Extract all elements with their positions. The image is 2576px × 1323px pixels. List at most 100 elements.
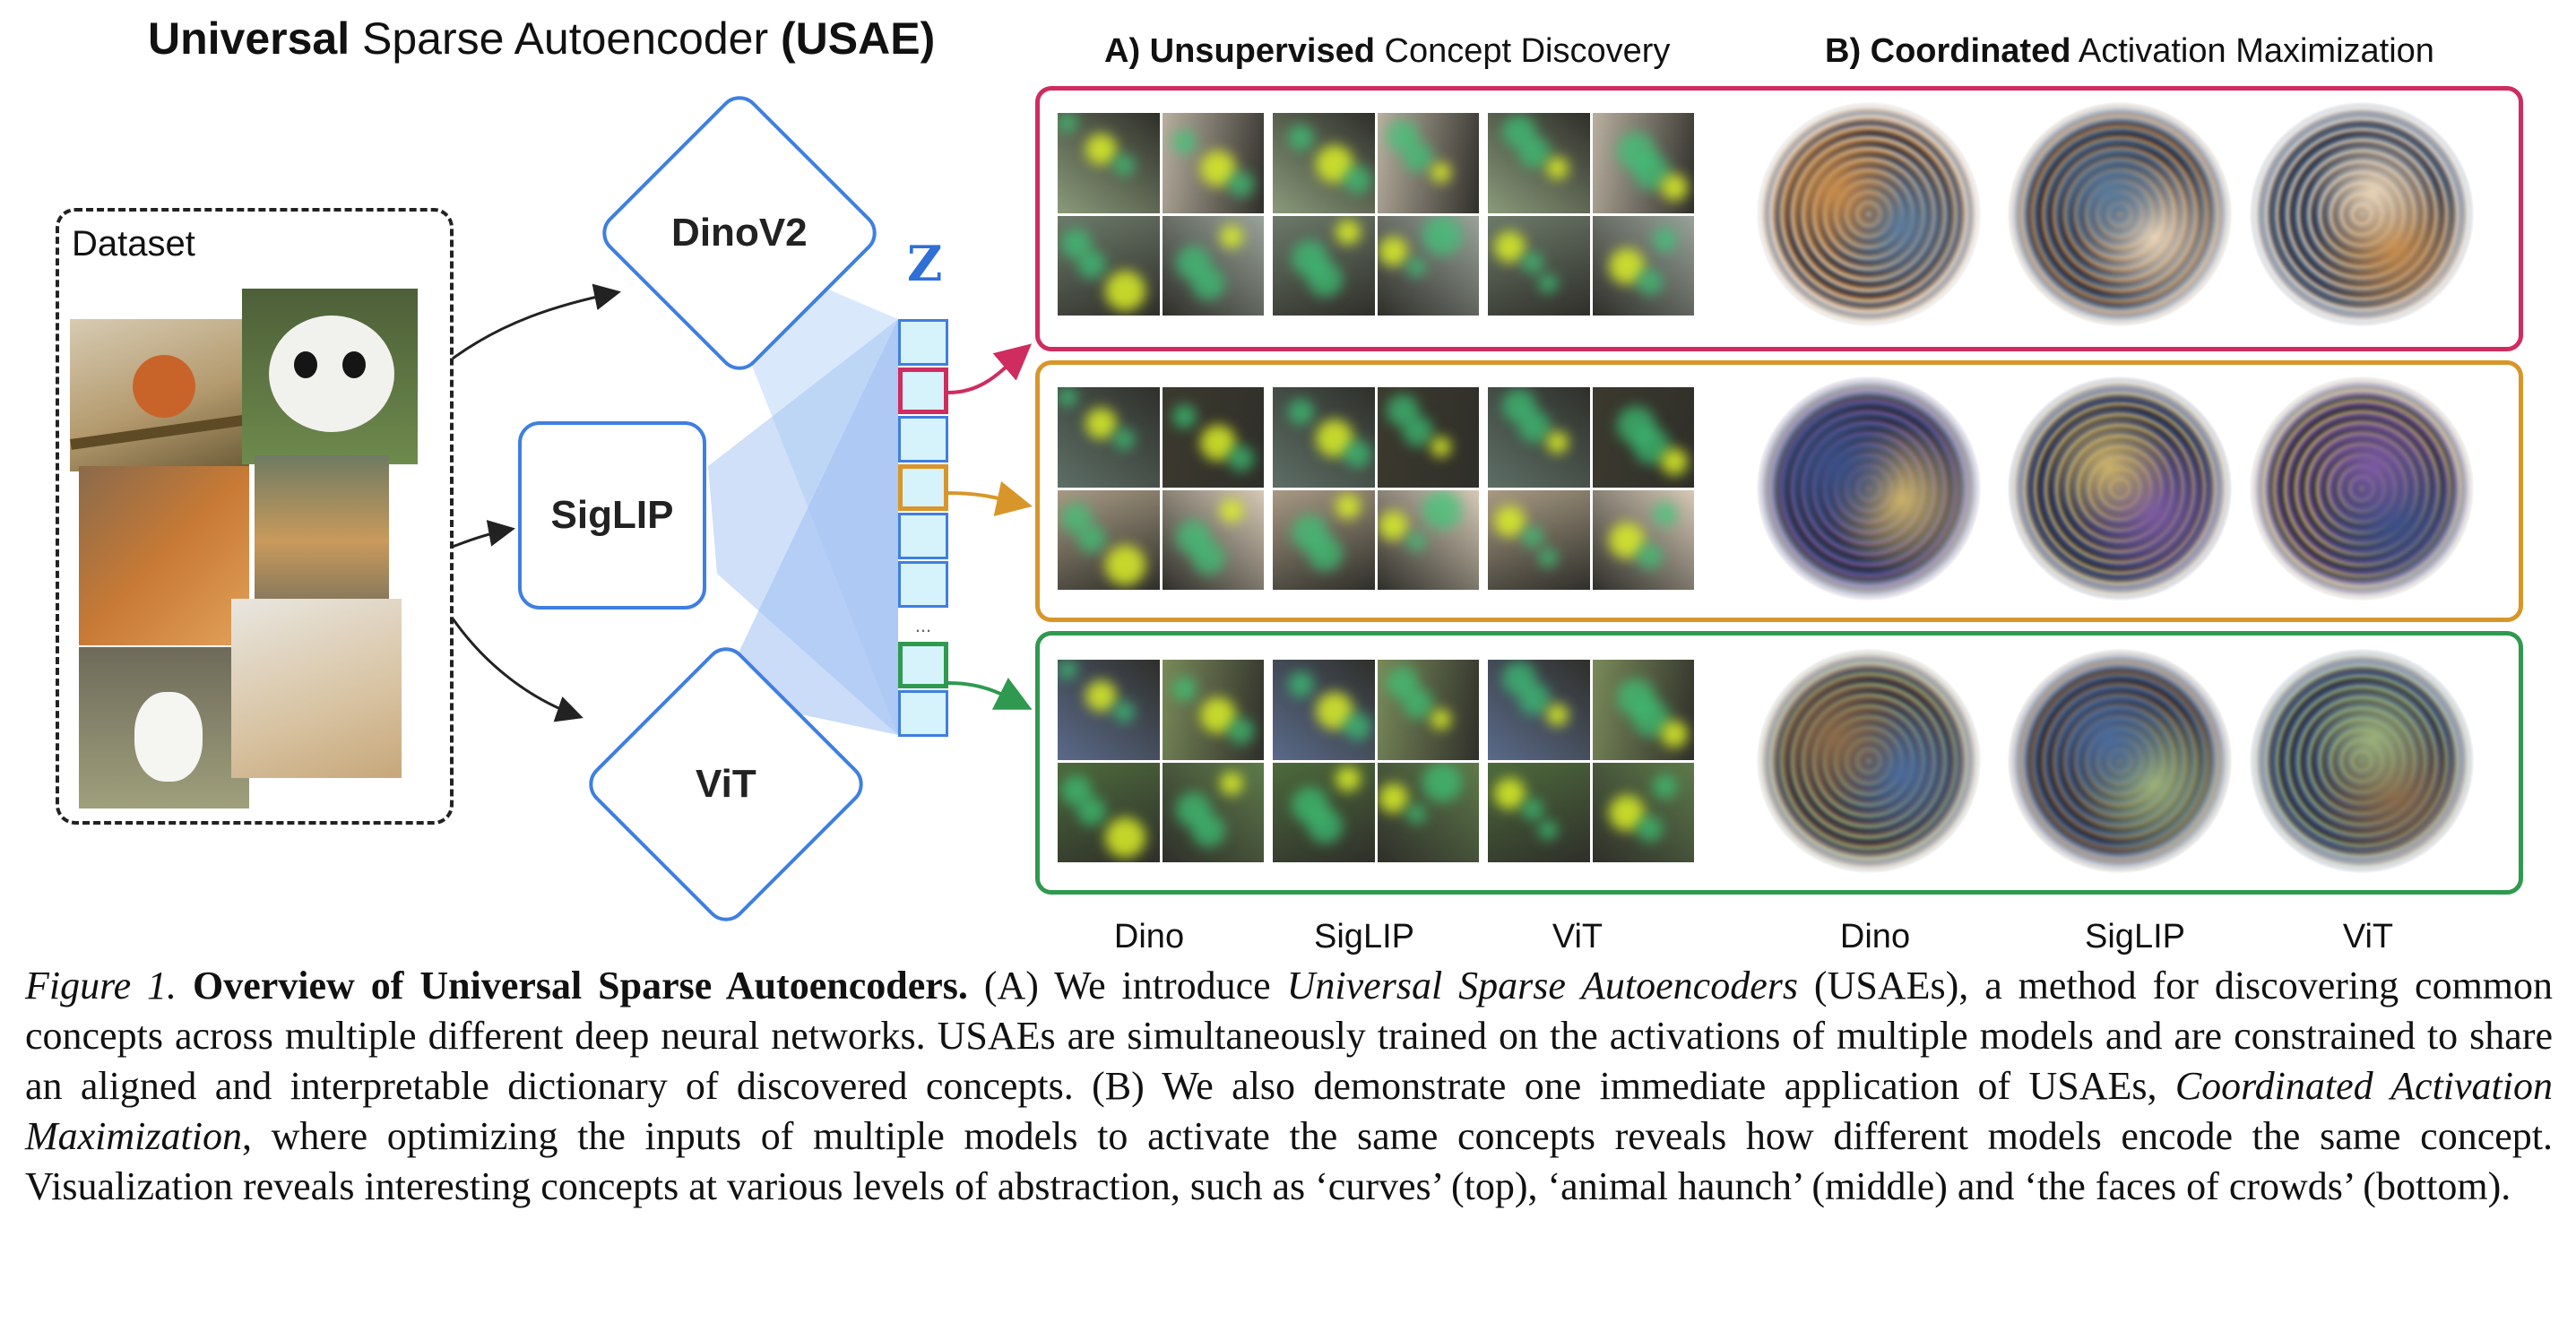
heatmap-blob: [1636, 268, 1663, 295]
concept-image-tile: [1273, 113, 1375, 213]
heatmap-blob: [1386, 667, 1419, 699]
caption-bold-title: Overview of Universal Sparse Autoencoder…: [193, 964, 968, 1007]
heatmap-blob: [1344, 440, 1371, 468]
heatmap-blob: [1502, 115, 1536, 149]
heatmap-blob: [1546, 431, 1569, 454]
concept-image-tile: [1273, 762, 1375, 862]
latent-cell: [898, 561, 948, 608]
arrow-row-red: [947, 343, 1033, 394]
heatmap-blob: [1538, 272, 1558, 293]
activation-maximization-visualization: [1757, 376, 1981, 601]
heatmap-blob: [1502, 389, 1536, 423]
concept-image-tile: [1273, 387, 1375, 488]
heatmap-blob: [1058, 387, 1077, 407]
latent-cell-red: [898, 368, 948, 414]
heatmap-blob: [1422, 215, 1462, 255]
heatmap-blob: [1430, 162, 1451, 183]
concept-image-tile: [1377, 387, 1479, 488]
heatmap-blob: [1288, 125, 1314, 151]
caption-italic-cam: Coordinated Activation Maximization: [25, 1064, 2554, 1158]
section-b-heading: B) Coordinated Activation Maximization: [1825, 32, 2434, 71]
concept-image-tile: [1592, 660, 1694, 760]
concept-image-grid: [1058, 387, 1264, 590]
activation-maximization-visualization: [2250, 102, 2474, 326]
heatmap-blob: [1061, 228, 1092, 259]
heatmap-blob: [1219, 771, 1243, 795]
column-label-b-siglip: SigLIP: [2085, 918, 2185, 956]
fan-vit: [699, 319, 898, 735]
concept-image-tile: [1592, 113, 1694, 213]
heatmap-blob: [1292, 239, 1328, 277]
dataset-image-rabbit: [79, 647, 249, 808]
heatmap-blob: [1502, 662, 1536, 696]
column-label-b-vit: ViT: [2342, 918, 2394, 956]
arrow-row-orange: [947, 480, 1033, 517]
latent-z-label: Z: [907, 235, 943, 292]
heatmap-blob: [1430, 709, 1451, 730]
dataset-image-panda: [242, 289, 418, 464]
concept-row-crowds: [1035, 631, 2523, 895]
heatmap-blob: [1494, 777, 1526, 809]
heatmap-blob: [1405, 256, 1426, 277]
concept-image-tile: [1488, 762, 1590, 862]
concept-image-tile: [1488, 489, 1590, 590]
caption-italic-usae: Universal Sparse Autoencoders: [1286, 964, 1798, 1007]
latent-cell-green: [898, 642, 948, 688]
arrow-row-green: [947, 678, 1033, 710]
heatmap-blob: [1344, 166, 1371, 194]
concept-image-tile: [1488, 215, 1590, 316]
heatmap-blob: [1616, 679, 1655, 717]
concept-image-grid: [1058, 113, 1264, 316]
latent-cell-orange: [898, 464, 948, 511]
concept-image-grid: [1488, 113, 1694, 316]
latent-cell: [898, 416, 948, 463]
concept-image-tile: [1273, 489, 1375, 590]
heatmap-blob: [1288, 671, 1314, 697]
heatmap-blob: [1175, 519, 1211, 555]
concept-image-tile: [1162, 489, 1264, 590]
heatmap-blob: [1085, 134, 1117, 165]
heatmap-blob: [1061, 774, 1092, 806]
heatmap-blob: [1405, 803, 1426, 824]
concept-image-tile: [1377, 113, 1479, 213]
figure-caption: Figure 1. Overview of Universal Sparse A…: [25, 961, 2553, 1212]
heatmap-blob: [1616, 132, 1655, 170]
section-a-rest: Concept Discovery: [1374, 32, 1671, 70]
title-usae: (USAE): [781, 13, 936, 64]
activation-maximization-visualization: [2008, 102, 2232, 326]
concept-image-tile: [1488, 660, 1590, 760]
heatmap-blob: [1546, 157, 1569, 179]
latent-cell: [898, 319, 948, 366]
heatmap-blob: [1085, 680, 1117, 712]
concept-image-tile: [1592, 215, 1694, 316]
heatmap-blob: [1538, 547, 1558, 567]
heatmap-blob: [1378, 783, 1408, 813]
concept-image-tile: [1058, 113, 1160, 213]
heatmap-blob: [1546, 704, 1569, 726]
heatmap-blob: [1085, 408, 1117, 439]
section-b-bold: Coordinated: [1870, 32, 2071, 70]
heatmap-blob: [1660, 174, 1688, 201]
heatmap-blob: [1171, 130, 1197, 154]
heatmap-blob: [1430, 437, 1451, 457]
heatmap-blob: [1652, 501, 1677, 526]
heatmap-blob: [1105, 817, 1145, 858]
caption-figure-label: Figure 1.: [25, 964, 177, 1007]
concept-image-tile: [1592, 387, 1694, 488]
heatmap-blob: [1105, 270, 1145, 311]
heatmap-blob: [1522, 251, 1543, 273]
heatmap-blob: [1219, 224, 1243, 248]
concept-row-haunch: [1035, 360, 2523, 622]
concept-image-tile: [1162, 762, 1264, 862]
concept-image-tile: [1162, 215, 1264, 316]
arrow-to-vit: [451, 618, 583, 722]
heatmap-blob: [1171, 404, 1197, 428]
latent-cell: [898, 690, 948, 737]
concept-image-grid: [1273, 387, 1479, 590]
heatmap-blob: [1175, 791, 1211, 827]
column-label-a-siglip: SigLIP: [1314, 918, 1414, 956]
caption-text-2: (USAEs), a method for discovering common…: [25, 964, 2554, 1108]
heatmap-blob: [1616, 406, 1655, 445]
section-a-bold: Unsupervised: [1149, 32, 1375, 70]
latent-ellipsis: ...: [914, 614, 932, 636]
